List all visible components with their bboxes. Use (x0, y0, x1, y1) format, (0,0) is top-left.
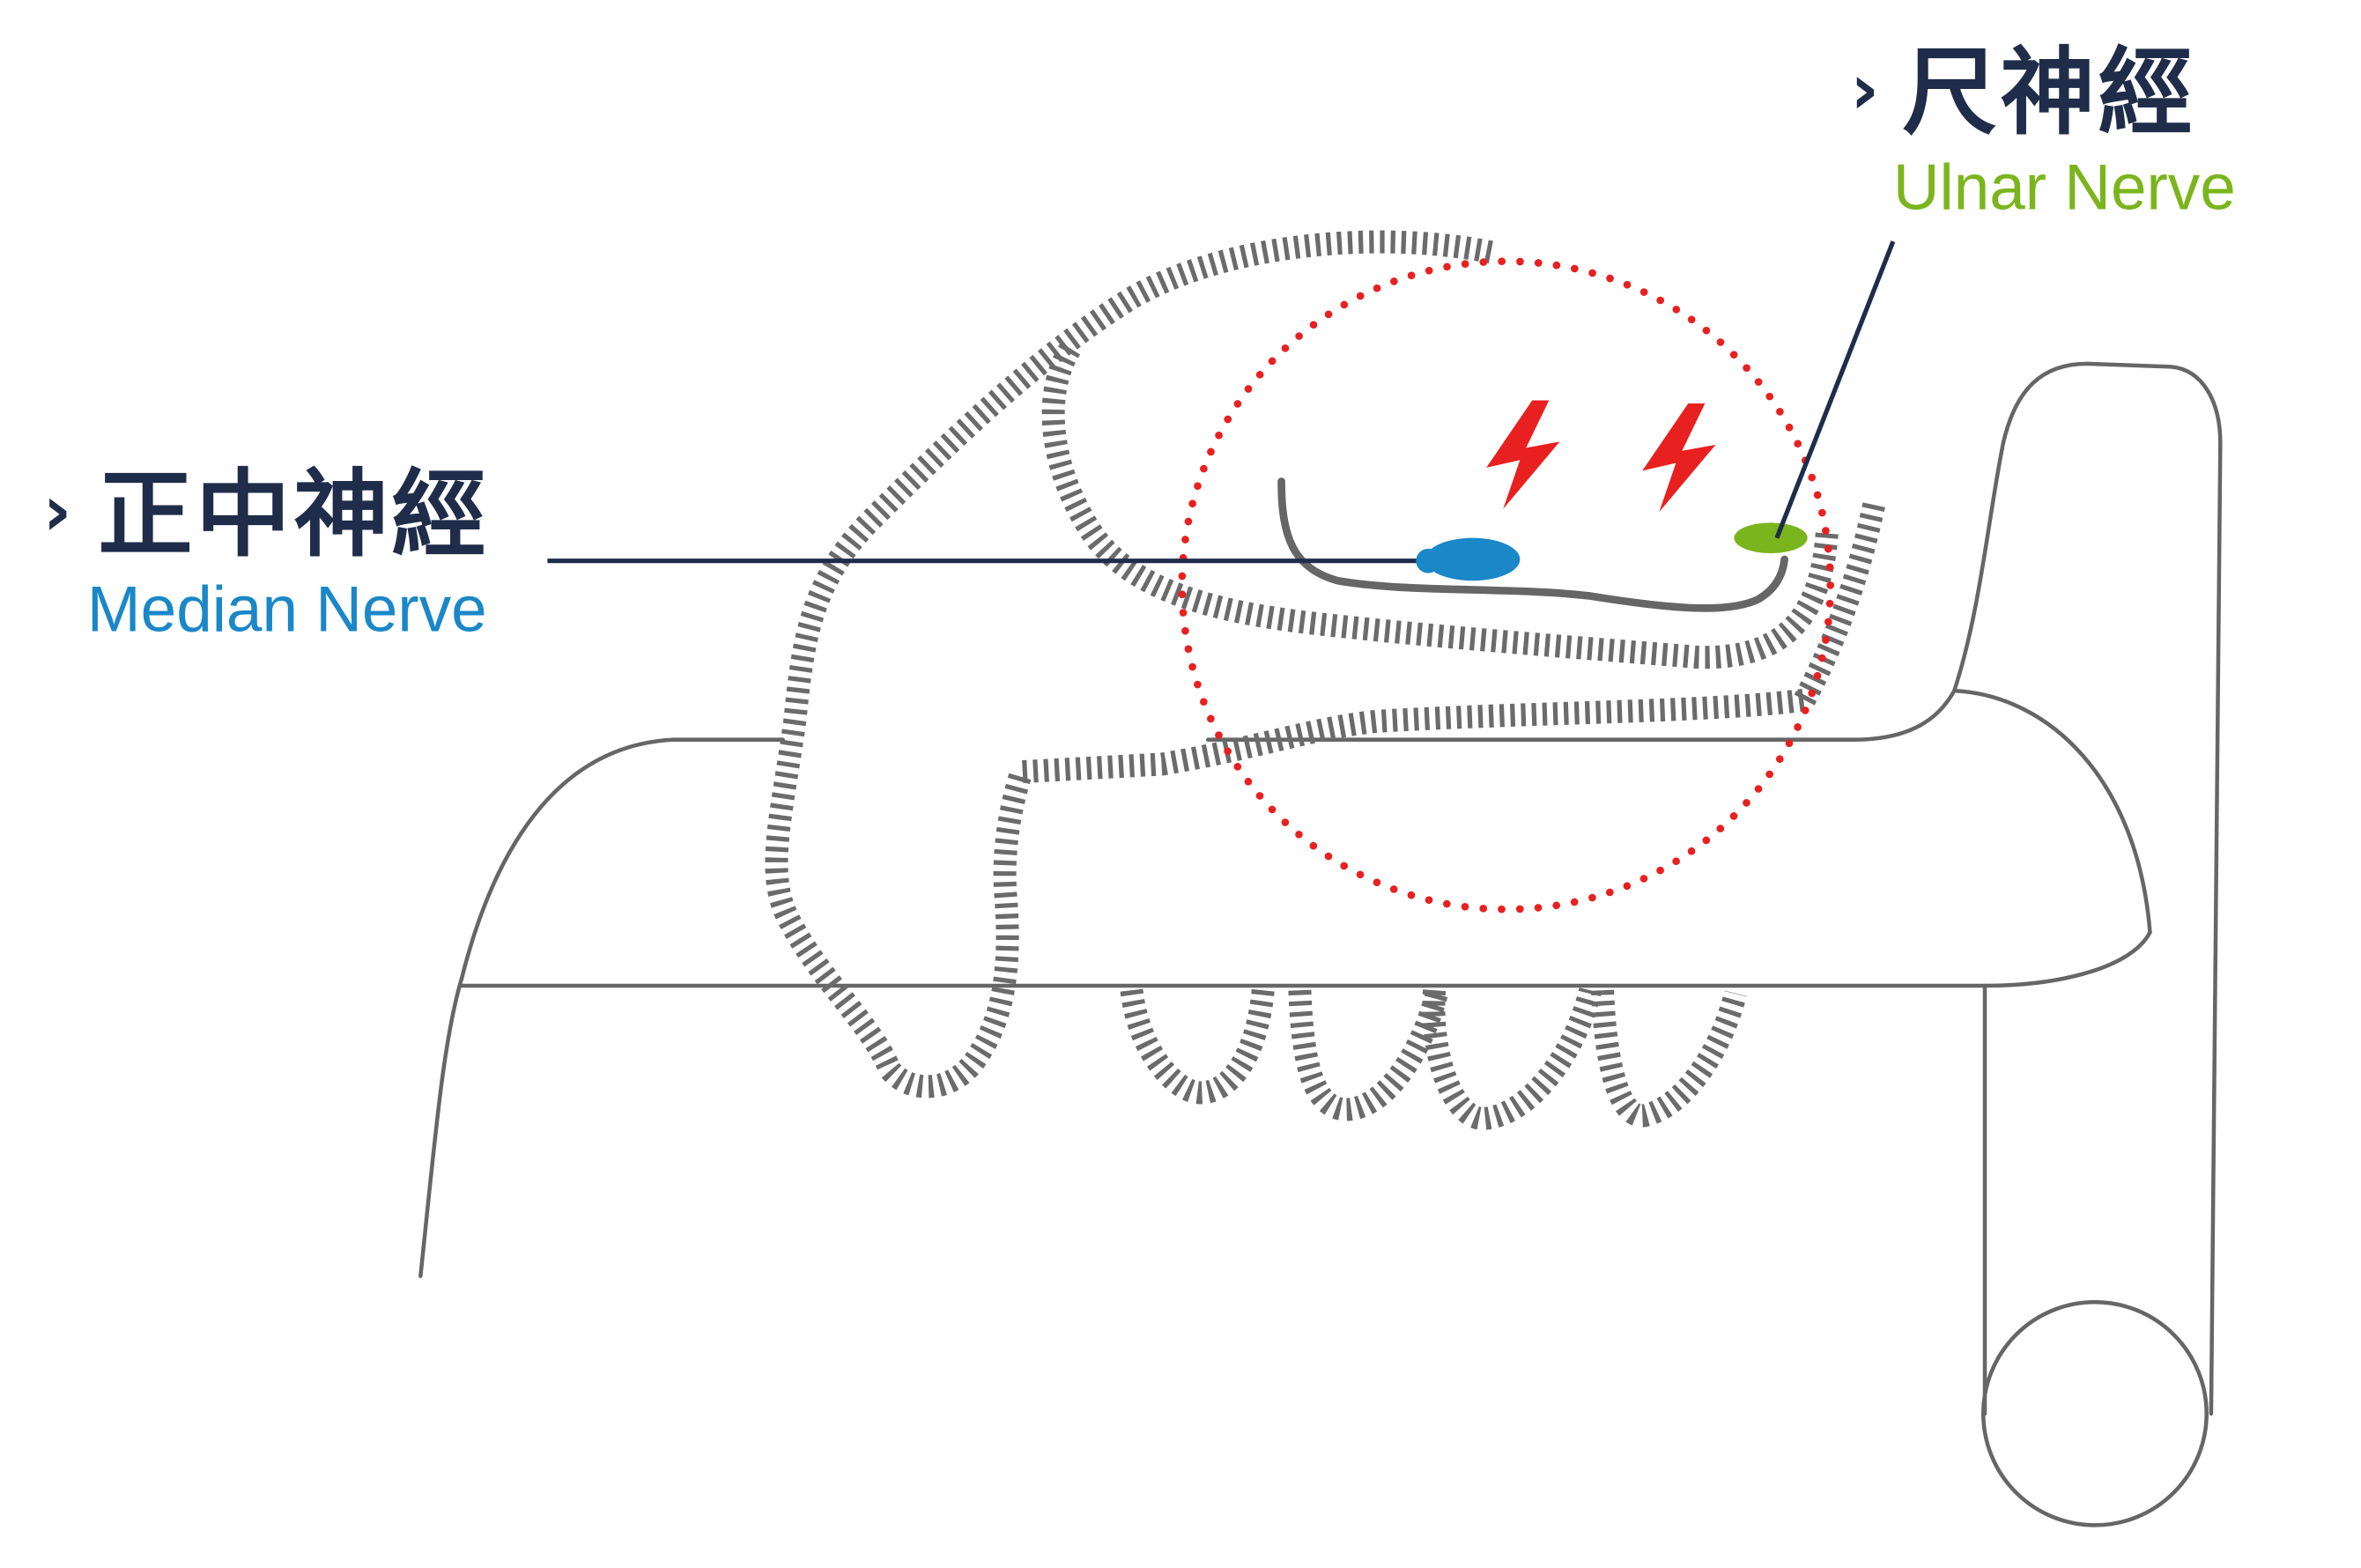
handlebar-bend (1952, 688, 2152, 935)
hand-outer-contour (765, 230, 1806, 1098)
finger-tip-1 (1120, 988, 1275, 1105)
handlebar-bottom-line (459, 930, 2152, 988)
ulnar-nerve-oval (1734, 522, 1808, 554)
median-nerve-bullet: › (43, 470, 72, 551)
ulnar-nerve-zh-label: 尺神經 (1902, 38, 2195, 148)
nerve-path (1277, 477, 1788, 612)
upright-grip-outline (1952, 361, 2223, 1416)
median-nerve-marker (1416, 537, 1521, 581)
median-nerve-dot (1416, 548, 1441, 573)
dotted-circle-icon (1178, 257, 1835, 913)
median-nerve-oval (1425, 537, 1521, 581)
finger-tip-3 (1422, 987, 1602, 1130)
ulnar-nerve-label: › 尺神經 Ulnar Nerve (1850, 38, 2235, 223)
lightning-icon (1642, 403, 1716, 513)
handlebar-top-line (1205, 688, 1957, 742)
median-nerve-en-label: Median Nerve (87, 574, 487, 646)
median-nerve-label: › 正中神經 Median Nerve (43, 460, 489, 646)
handlebar-left-curve (418, 737, 785, 1278)
finger-tip-2 (1288, 987, 1449, 1121)
median-nerve-zh-label: 正中神經 (98, 460, 489, 570)
index-finger-contour (1041, 342, 1839, 669)
ulnar-nerve-leader-line (1774, 240, 1896, 539)
tube-end-circle (1981, 1299, 2209, 1527)
handlebar-outline (418, 361, 2223, 1527)
ulnar-nerve-bullet: › (1850, 48, 1879, 129)
lightning-icon (1486, 400, 1560, 509)
finger-tip-4 (1591, 989, 1747, 1128)
ulnar-nerve-en-label: Ulnar Nerve (1893, 152, 2236, 224)
